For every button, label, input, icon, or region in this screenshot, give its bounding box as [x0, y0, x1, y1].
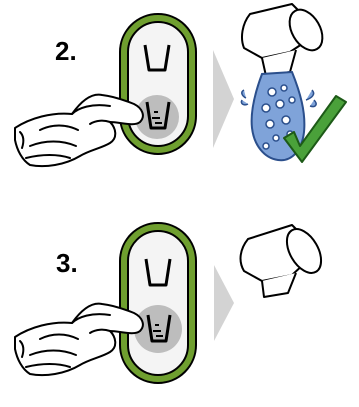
water-spout-icon: [242, 4, 329, 76]
step-2-illustration: [0, 0, 359, 200]
right-arrow-icon: [214, 265, 234, 341]
right-arrow-icon: [213, 50, 234, 148]
dispenser-button[interactable]: [120, 223, 196, 383]
water-spout-icon: [241, 223, 329, 297]
step-panel-2: 2.: [0, 0, 359, 200]
step-3-illustration: [0, 205, 359, 407]
step-panel-3: 3.: [0, 205, 359, 407]
